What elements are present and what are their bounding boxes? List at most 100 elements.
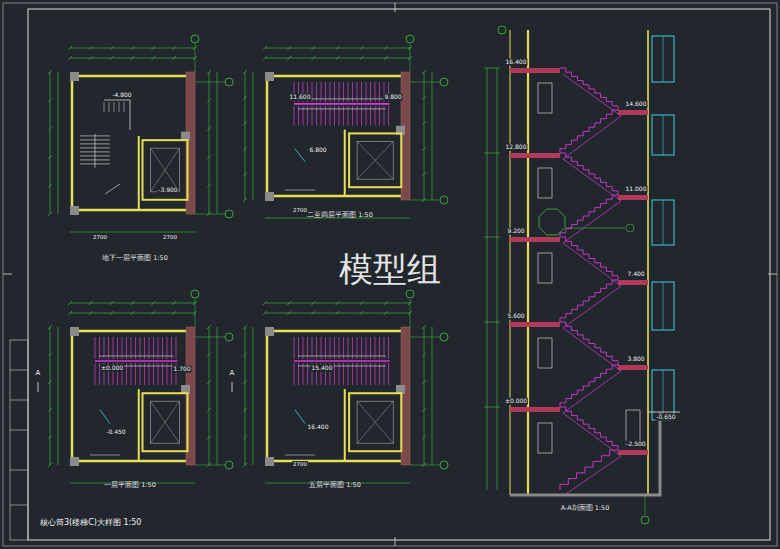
spacer	[560, 128, 618, 153]
grid-bubble	[641, 516, 649, 524]
stair-tread	[104, 102, 105, 112]
view-title: 五层平面图 1:50	[309, 481, 361, 490]
dim-tick	[422, 147, 426, 151]
grid-line	[195, 465, 225, 466]
title-strip	[10, 340, 28, 540]
floor-plan	[243, 290, 448, 483]
stair-flight	[560, 153, 618, 195]
dim-tick	[48, 155, 52, 159]
grid-bubble	[406, 290, 414, 298]
door-swing	[105, 184, 120, 194]
dim-tick	[243, 463, 247, 467]
window	[652, 200, 674, 245]
center-mark	[395, 3, 396, 12]
view-title: 二至四层平面图 1:50	[307, 211, 373, 220]
cut-mark	[38, 382, 39, 392]
landing-slab	[618, 280, 648, 285]
stair-flight	[560, 407, 618, 450]
dim-tick	[151, 46, 155, 50]
dim-tick	[263, 311, 267, 315]
dim-tick	[243, 325, 247, 329]
grid-bubble	[191, 35, 199, 43]
section-wall	[527, 30, 529, 495]
dim-tick	[263, 301, 267, 305]
column	[70, 457, 79, 466]
stair-tread	[388, 363, 389, 385]
annotation: 6.800	[308, 147, 327, 154]
door-swing	[100, 410, 110, 424]
stair-flight	[560, 365, 618, 407]
door-opening	[538, 338, 552, 368]
grid-line	[410, 44, 411, 72]
shaft-wall	[267, 76, 404, 196]
dim-tick	[48, 463, 52, 467]
dim-tick	[48, 408, 52, 412]
stair-tread	[388, 106, 389, 126]
dim-tick	[110, 46, 114, 50]
spacer	[560, 382, 618, 407]
floor-slab	[510, 153, 560, 158]
column	[70, 72, 79, 81]
dim-tick	[172, 56, 176, 60]
annotation: 14.600	[625, 101, 648, 108]
grid-bubble	[406, 35, 414, 43]
dim-tick	[131, 56, 135, 60]
floor-plan	[243, 35, 448, 218]
annotation: A	[229, 370, 236, 378]
outer-frame	[3, 3, 777, 546]
dim-tick	[151, 311, 155, 315]
dimension-line	[50, 72, 51, 214]
dim-tick	[172, 46, 176, 50]
dim-tick	[263, 46, 267, 50]
dim-tick	[243, 435, 247, 439]
elevator-wall	[349, 393, 401, 451]
column	[70, 327, 79, 336]
grid-bubble	[191, 290, 199, 298]
stair-flight	[560, 322, 618, 365]
dim-tick	[207, 155, 211, 159]
center-mark	[3, 274, 12, 275]
dim-tick	[336, 46, 340, 50]
column	[265, 457, 274, 466]
dim-tick	[243, 70, 247, 74]
dim-tick	[263, 56, 267, 60]
dim-tick	[311, 46, 315, 50]
dim-tick	[172, 311, 176, 315]
center-mark	[768, 274, 777, 275]
dimension-line	[245, 327, 246, 465]
stair-soffit	[563, 456, 621, 496]
dim-tick	[287, 311, 291, 315]
section-wall	[510, 30, 511, 495]
column	[70, 206, 79, 215]
grid-bubble	[440, 333, 448, 341]
concrete-wall	[401, 327, 410, 465]
concrete-wall	[401, 72, 410, 200]
stair-flight	[560, 110, 618, 153]
landing-slab	[618, 195, 648, 200]
strip-divider	[10, 505, 28, 506]
drawing-view: 地下一层平面图 1:50	[70, 60, 195, 220]
grid-line	[195, 299, 196, 327]
strip-divider	[10, 370, 28, 371]
dim-tick	[207, 70, 211, 74]
elevator-wall	[349, 133, 401, 187]
dimension-line	[424, 72, 425, 200]
level-tick	[484, 407, 500, 408]
dim-tick	[243, 121, 247, 125]
partition-wall	[138, 136, 140, 210]
cut-mark	[232, 382, 233, 392]
leader-line	[566, 228, 625, 229]
annotation: 1.700	[172, 366, 191, 373]
door-swing	[295, 410, 305, 424]
landing-slab	[618, 450, 648, 455]
dim-tick	[172, 301, 176, 305]
stair-flight	[560, 195, 618, 237]
elevator-cross	[357, 401, 393, 443]
level-tick	[484, 237, 500, 238]
dimension-line	[209, 72, 210, 214]
grid-line	[195, 337, 225, 338]
strip-divider	[10, 400, 28, 401]
annotation: -3.900	[157, 187, 178, 194]
dim-tick	[48, 325, 52, 329]
grid-line	[410, 299, 411, 327]
